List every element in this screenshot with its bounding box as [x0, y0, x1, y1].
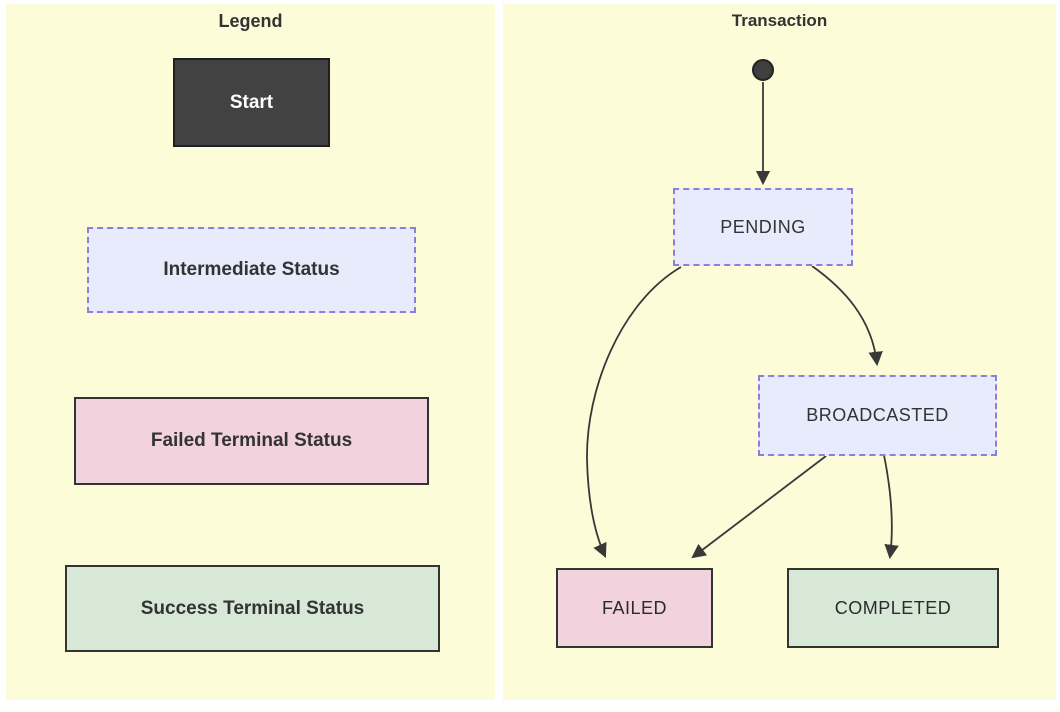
- transition-arrows: [586, 82, 899, 560]
- state-broadcasted: BROADCASTED: [758, 375, 997, 456]
- legend-item-start: Start: [173, 58, 330, 147]
- edge-broadcasted-to-completed: [883, 454, 899, 560]
- legend-item-failed-terminal: Failed Terminal Status: [74, 397, 429, 485]
- edge-pending-to-broadcasted: [811, 265, 883, 367]
- legend-item-failed-terminal-label: Failed Terminal Status: [150, 430, 353, 451]
- state-completed: COMPLETED: [787, 568, 999, 648]
- edge-broadcasted-to-failed: [691, 455, 827, 559]
- state-broadcasted-label: BROADCASTED: [806, 405, 949, 425]
- state-failed: FAILED: [556, 568, 713, 648]
- legend-panel: Legend Start Intermediate Status Failed …: [6, 4, 495, 700]
- legend-item-intermediate: Intermediate Status: [87, 227, 416, 313]
- legend-item-success-terminal: Success Terminal Status: [65, 565, 440, 652]
- transaction-panel: Transaction PENDING BROADCASTED: [503, 4, 1056, 700]
- state-failed-label: FAILED: [601, 597, 668, 618]
- state-pending: PENDING: [673, 188, 853, 266]
- legend-title: Legend: [218, 11, 283, 31]
- legend-item-start-label: Start: [229, 91, 274, 113]
- state-pending-label: PENDING: [720, 216, 806, 237]
- edge-pending-to-failed: [586, 266, 682, 558]
- legend-item-intermediate-label: Intermediate Status: [163, 259, 340, 280]
- start-state-dot: [752, 59, 774, 81]
- legend-item-success-terminal-label: Success Terminal Status: [140, 597, 365, 619]
- transaction-title: Transaction: [731, 11, 828, 30]
- state-completed-label: COMPLETED: [834, 597, 952, 618]
